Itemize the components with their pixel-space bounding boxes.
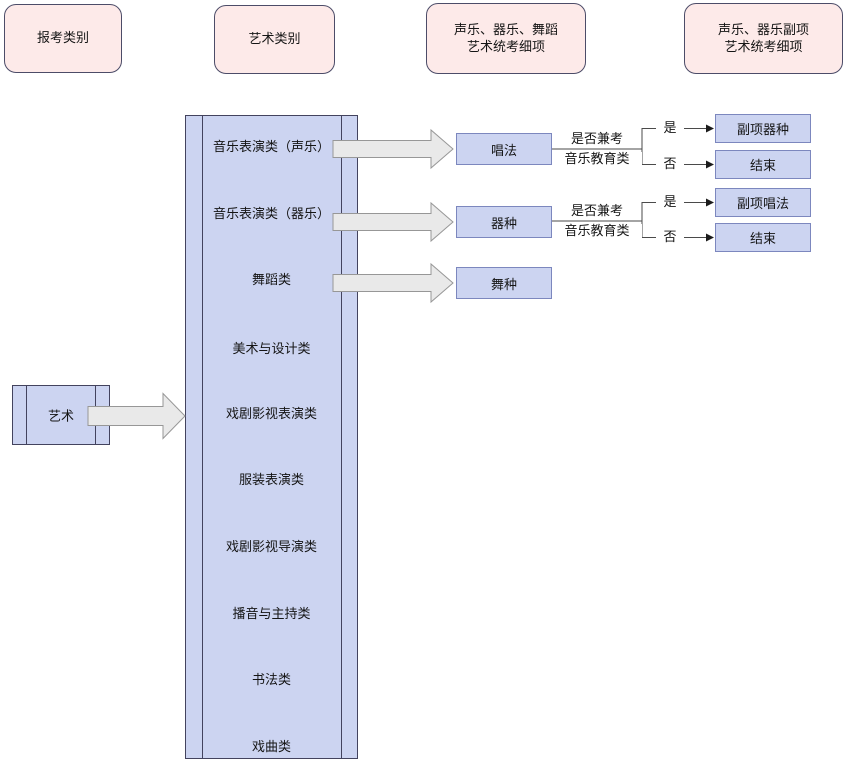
category-opera: 戏曲类 [251,740,291,755]
header-art-category: 艺术类别 [214,5,335,74]
arrowhead-icon [706,233,714,242]
header-line: 艺术类别 [248,32,301,47]
branch-bracket [641,202,656,238]
header-registration-category: 报考类别 [4,4,122,73]
branch-bracket [641,128,656,165]
node-singing-method: 唱法 [456,133,552,165]
header-line: 声乐、器乐、舞蹈 [453,22,558,38]
block-arrow-icon [332,128,454,170]
block-arrow-icon [332,262,454,304]
subprocess-bar [26,386,27,444]
header-line: 艺术统考细项 [724,39,803,55]
header-line: 报考类别 [36,31,89,46]
node-dance-type: 舞种 [456,267,552,299]
node-secondary-singing: 副项唱法 [715,188,811,217]
category-fine-art-design: 美术与设计类 [232,342,311,357]
subprocess-bar [202,116,203,758]
category-music-vocal: 音乐表演类（声乐） [212,140,330,155]
branch-no-label: 否 [661,157,679,172]
category-dance: 舞蹈类 [251,273,291,288]
subprocess-bar [341,116,342,758]
node-end: 结束 [715,150,811,179]
block-arrow-icon [332,201,454,243]
header-secondary-exam-detail: 声乐、器乐副项 艺术统考细项 [684,3,843,74]
question-line1: 是否兼考 [557,204,637,219]
header-exam-detail: 声乐、器乐、舞蹈 艺术统考细项 [426,3,586,74]
category-music-instrument: 音乐表演类（器乐） [212,207,330,222]
category-drama-performance: 戏剧影视表演类 [225,407,317,422]
question-line2: 音乐教育类 [552,152,642,167]
header-line: 艺术统考细项 [466,39,545,55]
category-broadcast-hosting: 播音与主持类 [232,607,311,622]
question-line1: 是否兼考 [557,132,637,147]
arrowhead-icon [706,198,714,207]
header-line: 声乐、器乐副项 [717,22,809,38]
branch-yes-label: 是 [661,121,679,136]
art-category-container [185,115,358,759]
node-end: 结束 [715,223,811,252]
node-instrument-type: 器种 [456,206,552,238]
category-drama-directing: 戏剧影视导演类 [225,540,317,555]
category-calligraphy: 书法类 [251,673,291,688]
node-art-root-label: 艺术 [47,409,74,425]
node-secondary-instrument: 副项器种 [715,114,811,143]
branch-no-label: 否 [661,230,679,245]
question-line2: 音乐教育类 [552,224,642,239]
block-arrow-icon [87,392,186,440]
category-fashion-performance: 服装表演类 [238,473,304,488]
arrowhead-icon [706,124,714,133]
branch-yes-label: 是 [661,195,679,210]
arrowhead-icon [706,160,714,169]
